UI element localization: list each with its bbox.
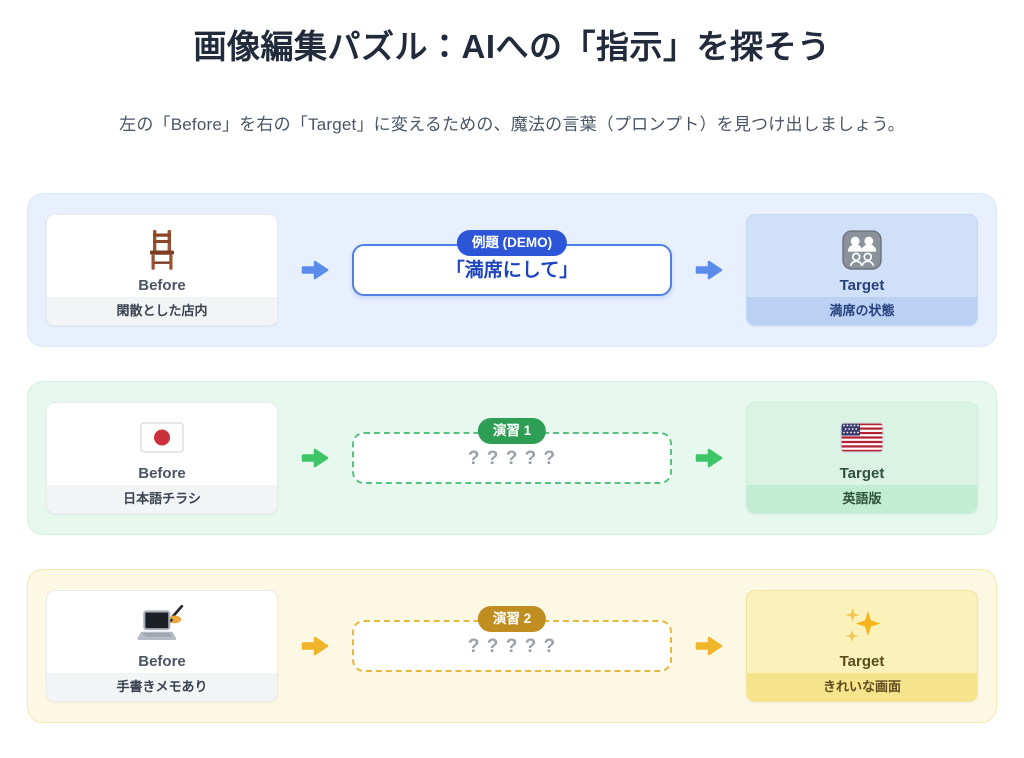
- exercise-2-placeholder: ? ? ? ? ?: [467, 635, 557, 657]
- demo-badge: 例題 (DEMO): [456, 230, 568, 257]
- laptop-writing-icon: [47, 591, 277, 653]
- puzzle-row-demo: Before 閑散とした店内 例題 (DEMO) 「満席にして」: [27, 193, 997, 348]
- demo-prompt-text: 「満席にして」: [445, 259, 579, 281]
- exercise-2-badge: 演習 2: [477, 606, 547, 633]
- right-arrow-icon: [300, 259, 330, 281]
- target-card: Target 英語版: [746, 402, 978, 515]
- target-card: Target 満席の状態: [746, 214, 978, 327]
- sparkles-icon: [747, 591, 977, 653]
- right-arrow-icon: [694, 635, 724, 657]
- puzzle-rows: Before 閑散とした店内 例題 (DEMO) 「満席にして」: [27, 193, 997, 724]
- target-caption: 満席の状態: [747, 296, 977, 326]
- japan-flag-icon: [47, 403, 277, 465]
- family-icon: [747, 215, 977, 277]
- prompt-demo: 例題 (DEMO) 「満席にして」: [352, 230, 672, 297]
- page-subtitle: 左の「Before」を右の「Target」に変えるための、魔法の言葉（プロンプト…: [119, 115, 905, 135]
- target-caption: きれいな画面: [747, 672, 977, 702]
- before-card: Before 手書きメモあり: [46, 590, 278, 703]
- right-arrow-icon: [694, 259, 724, 281]
- before-label: Before: [138, 652, 186, 670]
- us-flag-icon: [747, 403, 977, 465]
- puzzle-row-exercise-1: Before 日本語チラシ 演習 1 ? ? ? ? ?: [27, 381, 997, 536]
- page-title: 画像編集パズル：AIへの「指示」を探そう: [193, 28, 831, 65]
- exercise-1-badge: 演習 1: [477, 418, 547, 445]
- puzzle-row-exercise-2: Before 手書きメモあり 演習 2 ? ? ? ? ?: [27, 569, 997, 724]
- before-label: Before: [138, 464, 186, 482]
- before-caption: 手書きメモあり: [47, 672, 277, 702]
- prompt-exercise-2: 演習 2 ? ? ? ? ?: [352, 606, 672, 673]
- target-card: Target きれいな画面: [746, 590, 978, 703]
- right-arrow-icon: [694, 447, 724, 469]
- before-caption: 閑散とした店内: [47, 296, 277, 326]
- target-label: Target: [839, 464, 885, 482]
- target-label: Target: [839, 276, 885, 294]
- page-header: 画像編集パズル：AIへの「指示」を探そう 左の「Before」を右の「Targe…: [0, 0, 1024, 135]
- target-label: Target: [839, 652, 885, 670]
- right-arrow-icon: [300, 635, 330, 657]
- before-label: Before: [138, 276, 186, 294]
- target-caption: 英語版: [747, 484, 977, 514]
- exercise-1-placeholder: ? ? ? ? ?: [467, 447, 557, 469]
- chair-icon: [47, 215, 277, 277]
- before-caption: 日本語チラシ: [47, 484, 277, 514]
- prompt-exercise-1: 演習 1 ? ? ? ? ?: [352, 418, 672, 485]
- before-card: Before 閑散とした店内: [46, 214, 278, 327]
- before-card: Before 日本語チラシ: [46, 402, 278, 515]
- right-arrow-icon: [300, 447, 330, 469]
